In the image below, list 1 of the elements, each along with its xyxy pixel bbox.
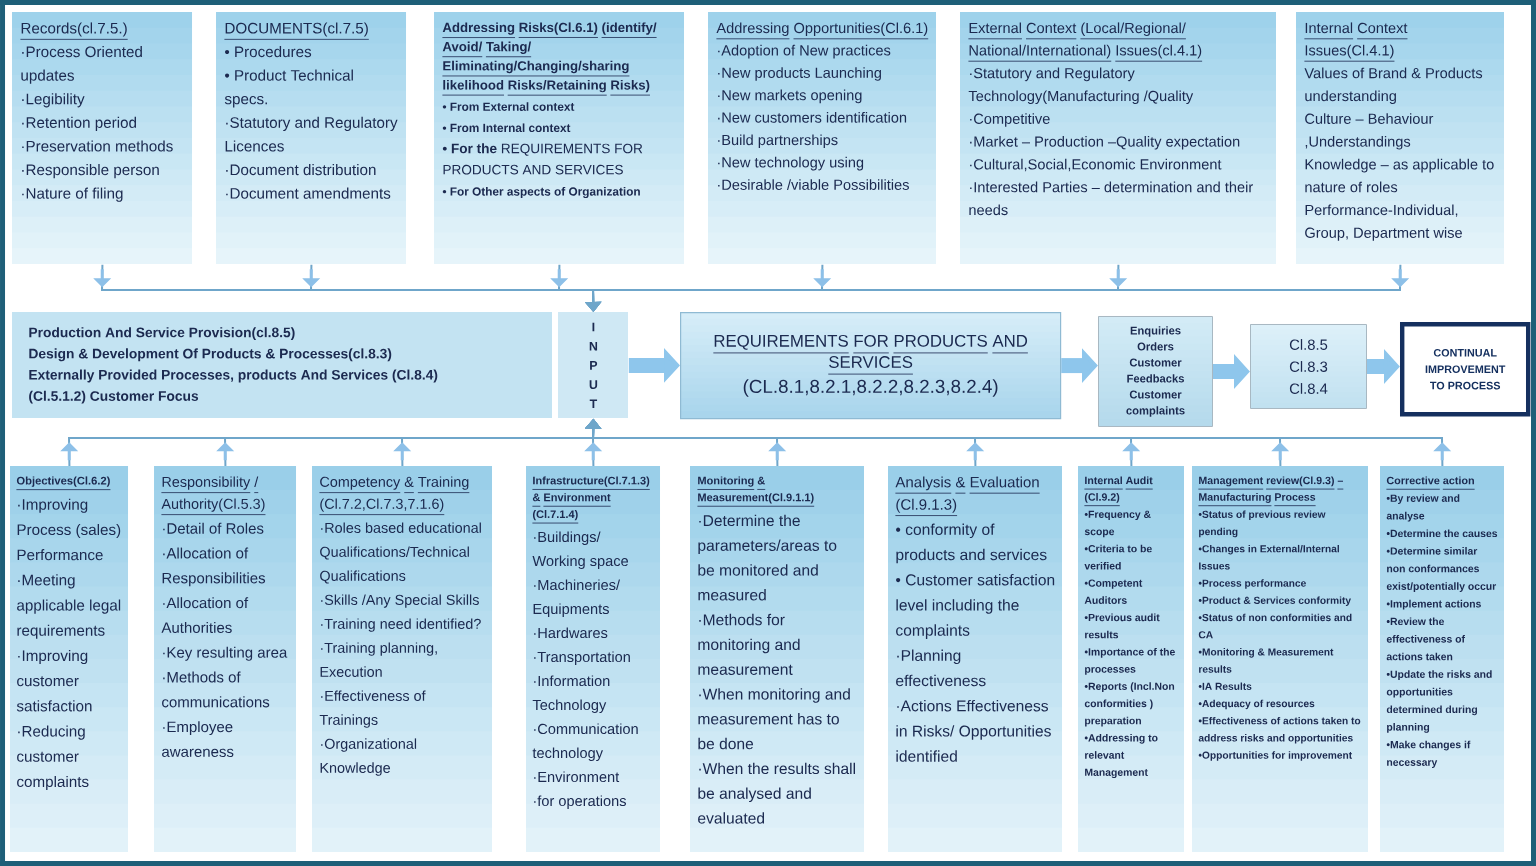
requirements-box: REQUIREMENTS FOR PRODUCTS AND SERVICES (CL.8.1,8.2.1,8.2.2,8.2.3,8.2.4) bbox=[680, 312, 1062, 420]
